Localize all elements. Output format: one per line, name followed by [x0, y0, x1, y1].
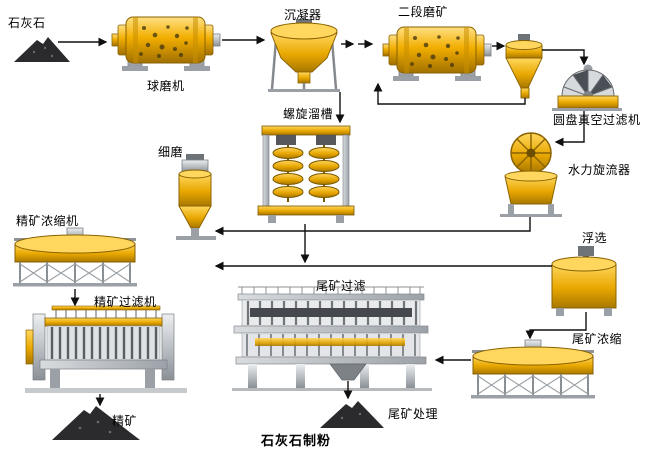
concentrate-thickener-graphic — [12, 227, 138, 288]
arrow-cyclone-recycle-to-mill2 — [373, 82, 526, 105]
concentrate-filter-graphic — [25, 305, 187, 393]
concentrate-pile — [52, 406, 140, 440]
hydrocyclone-graphic — [500, 132, 562, 217]
label-concentrate: 精矿 — [112, 414, 138, 428]
label-tailings-filter: 尾矿过滤 — [316, 279, 367, 293]
label-ball-mill: 球磨机 — [147, 79, 185, 93]
diagram-title: 石灰石制粉 — [261, 433, 332, 448]
tailings-filter-graphic — [232, 286, 432, 391]
label-hydrocyclone: 水力旋流器 — [568, 163, 631, 177]
label-limestone: 石灰石 — [8, 16, 46, 30]
disc-vacuum-filter-graphic — [552, 64, 622, 111]
label-flotation: 浮选 — [582, 231, 608, 245]
arrow-discfilter-to-hydrocyclone — [554, 111, 585, 147]
spiral-chute-graphic — [257, 125, 355, 223]
label-tailings-thickener: 尾矿浓缩 — [572, 332, 623, 346]
label-tailings-treatment: 尾矿处理 — [388, 407, 439, 421]
arrow-flotation-to-tailthickener — [525, 312, 587, 340]
limestone-pile — [14, 37, 70, 62]
fine-mill-graphic — [176, 154, 216, 240]
label-fine-grinding: 细磨 — [158, 145, 184, 159]
label-concentrate-filter: 精矿过滤机 — [94, 295, 157, 309]
label-secondary-grinding: 二段磨矿 — [398, 5, 449, 19]
label-concentrate-thickener: 精矿浓缩机 — [16, 214, 79, 228]
flow-connectors — [58, 35, 589, 407]
label-settler: 沉凝器 — [284, 8, 322, 22]
arrow-cyclone-to-discfilter — [542, 49, 589, 66]
cyclone-graphic — [505, 34, 543, 99]
label-spiral-chute: 螺旋溜槽 — [283, 107, 334, 121]
flotation-cell-graphic — [551, 246, 617, 316]
secondary-mill-graphic — [382, 26, 492, 82]
ball-mill-graphic — [111, 16, 221, 72]
arrow-hydrocyclone-to-finemill — [214, 217, 531, 236]
label-disc-vacuum-filter: 圆盘真空过滤机 — [553, 113, 641, 127]
settler-graphic — [268, 19, 340, 92]
tailings-pile — [320, 401, 384, 428]
tailings-thickener-graphic — [470, 339, 596, 400]
